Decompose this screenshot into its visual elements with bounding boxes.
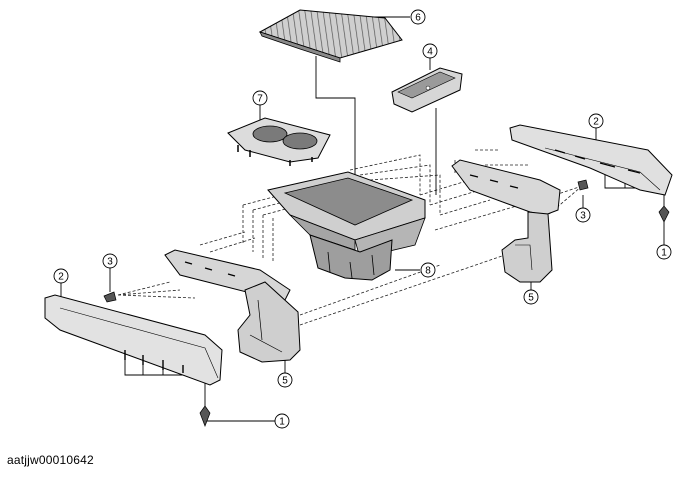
clip-1-right [658,205,670,223]
svg-text:4: 4 [427,47,433,58]
svg-text:1: 1 [661,248,667,259]
svg-text:5: 5 [282,376,288,387]
svg-text:8: 8 [425,266,431,277]
svg-text:2: 2 [58,272,64,283]
callout-3-left: 3 [102,253,118,269]
svg-text:7: 7 [257,94,263,105]
callout-7: 7 [252,90,268,106]
screw-3-left [103,291,117,303]
part-2-right-side-panel [509,124,673,196]
callout-2-right: 2 [588,113,604,129]
callout-1-left: 1 [274,413,290,429]
callout-4: 4 [422,43,438,59]
part-5-left-end-bracket [164,249,301,363]
callout-2-left: 2 [53,268,69,284]
callout-3-right: 3 [575,207,591,223]
callout-5-right: 5 [523,289,539,305]
svg-text:6: 6 [415,13,421,24]
part-4-small-tray [391,67,463,113]
clip-1-left [199,405,211,427]
callout-1-right: 1 [656,244,672,260]
callout-6: 6 [410,9,426,25]
svg-text:2: 2 [593,117,599,128]
part-7-cup-holder-plate [227,117,331,166]
part-8-console-box [267,171,426,281]
figure-id-label: aatjjw00010642 [7,453,94,467]
svg-text:3: 3 [107,257,113,268]
part-2-left-side-panel [44,294,223,386]
svg-text:1: 1 [279,417,285,428]
callout-8: 8 [420,262,436,278]
fastener-clips [103,179,670,427]
part-6-console-lid [258,9,403,63]
svg-text:3: 3 [580,211,586,222]
screw-3-right [577,179,589,191]
svg-text:5: 5 [528,293,534,304]
part-5-right-end-bracket [451,159,561,283]
callout-5-left: 5 [277,372,293,388]
